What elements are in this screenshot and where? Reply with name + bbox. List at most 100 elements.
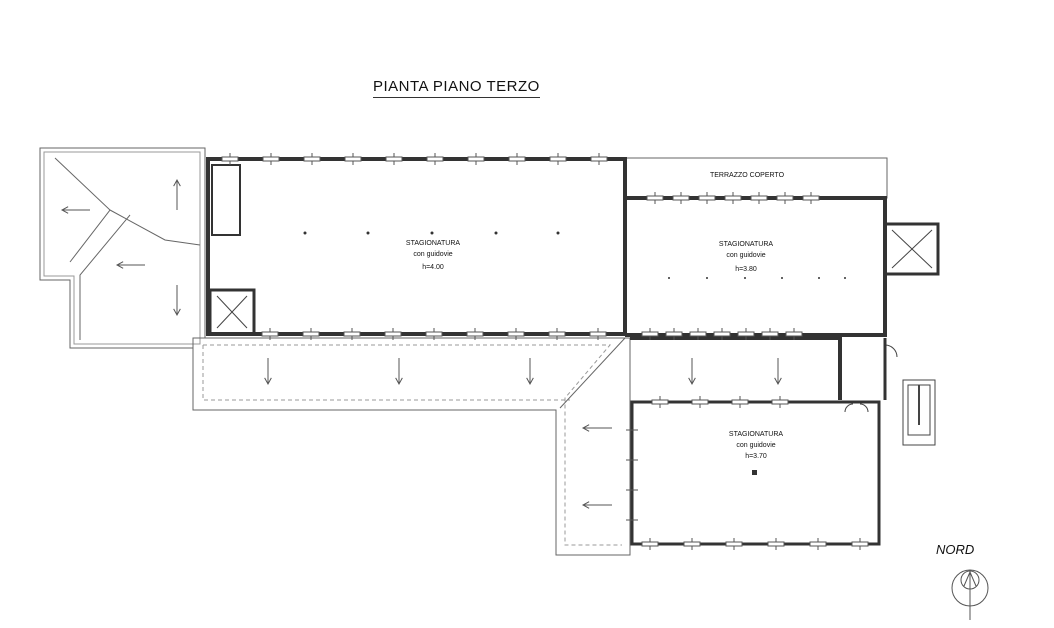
room-1-name: STAGIONATURA: [405, 240, 461, 247]
window: [750, 195, 768, 201]
window: [590, 156, 608, 162]
column: [752, 470, 757, 475]
window: [691, 399, 709, 405]
elevator-cross: [891, 229, 933, 269]
window: [549, 156, 567, 162]
column: [781, 277, 783, 279]
window: [698, 195, 716, 201]
window: [507, 331, 525, 337]
arrow-head-icon: [60, 206, 69, 214]
stair-right: [902, 379, 936, 446]
window: [467, 156, 485, 162]
arrow-head-icon: [173, 178, 181, 187]
window: [767, 541, 785, 547]
room-3-wall: [630, 400, 881, 546]
slope-arrows: [60, 178, 782, 509]
window: [713, 331, 731, 337]
column: [818, 277, 820, 279]
window: [343, 331, 361, 337]
window: [802, 195, 820, 201]
window: [589, 331, 607, 337]
elevator-left: [208, 288, 256, 336]
window: [771, 399, 789, 405]
window: [665, 331, 683, 337]
room-2-name: STAGIONATURA: [718, 241, 774, 248]
column: [668, 277, 670, 279]
window: [776, 195, 794, 201]
window: [221, 156, 239, 162]
terrace-dashed: [203, 344, 622, 546]
arrow-head-icon: [774, 377, 782, 386]
terrace-dashed: [202, 345, 570, 401]
arrow-head-icon: [115, 261, 124, 269]
arrow-head-icon: [173, 308, 181, 317]
arrow-head-icon: [688, 377, 696, 386]
stair-left: [211, 164, 241, 236]
window: [466, 331, 484, 337]
room-2-height: h=3.80: [735, 266, 757, 273]
column: [303, 231, 307, 235]
columns: [303, 231, 846, 475]
room-1-sub: con guidovie: [413, 251, 453, 258]
room-1-height: h=4.00: [422, 264, 444, 271]
terrace-label: TERRAZZO COPERTO: [709, 172, 785, 179]
arrow-head-icon: [395, 377, 403, 386]
window: [724, 195, 742, 201]
corridor-wall: [630, 336, 842, 400]
window: [651, 399, 669, 405]
window-marks: [221, 153, 869, 550]
door: [884, 344, 898, 358]
window: [425, 331, 443, 337]
door: [844, 403, 869, 413]
arrow-head-icon: [581, 501, 590, 509]
window: [302, 331, 320, 337]
hall-wall: [206, 157, 627, 336]
window: [672, 195, 690, 201]
arrow-head-icon: [264, 377, 272, 386]
roof-inner: [43, 151, 201, 345]
window: [426, 156, 444, 162]
window: [646, 195, 664, 201]
window: [508, 156, 526, 162]
window: [785, 331, 803, 337]
terrace-outline: [192, 337, 631, 556]
column: [744, 277, 746, 279]
column: [366, 231, 370, 235]
window: [303, 156, 321, 162]
room-3-name: STAGIONATURA: [728, 431, 784, 438]
window: [809, 541, 827, 547]
elevator-cross: [216, 295, 248, 329]
room-2-sub: con guidovie: [726, 252, 766, 259]
room-3-sub: con guidovie: [736, 442, 776, 449]
window: [689, 331, 707, 337]
window: [385, 156, 403, 162]
column: [494, 231, 498, 235]
drawing-title: PIANTA PIANO TERZO: [373, 78, 540, 98]
column: [844, 277, 846, 279]
window: [737, 331, 755, 337]
north-label: NORD: [936, 542, 975, 557]
arrow-head-icon: [581, 424, 590, 432]
window: [261, 331, 279, 337]
roof-ridge: [109, 209, 201, 246]
window: [851, 541, 869, 547]
window: [641, 541, 659, 547]
column: [430, 231, 434, 235]
window: [262, 156, 280, 162]
window: [761, 331, 779, 337]
column: [706, 277, 708, 279]
window: [344, 156, 362, 162]
window: [731, 399, 749, 405]
terrace-diagonal: [559, 337, 626, 409]
room-3-height: h=3.70: [745, 453, 767, 460]
elevator-right: [883, 222, 940, 276]
window: [725, 541, 743, 547]
window: [384, 331, 402, 337]
arrow-head-icon: [526, 377, 534, 386]
window: [641, 331, 659, 337]
window: [683, 541, 701, 547]
north-arrow-icon: [951, 569, 989, 620]
roof-outline: [39, 147, 206, 349]
roof-ridge: [79, 214, 131, 340]
